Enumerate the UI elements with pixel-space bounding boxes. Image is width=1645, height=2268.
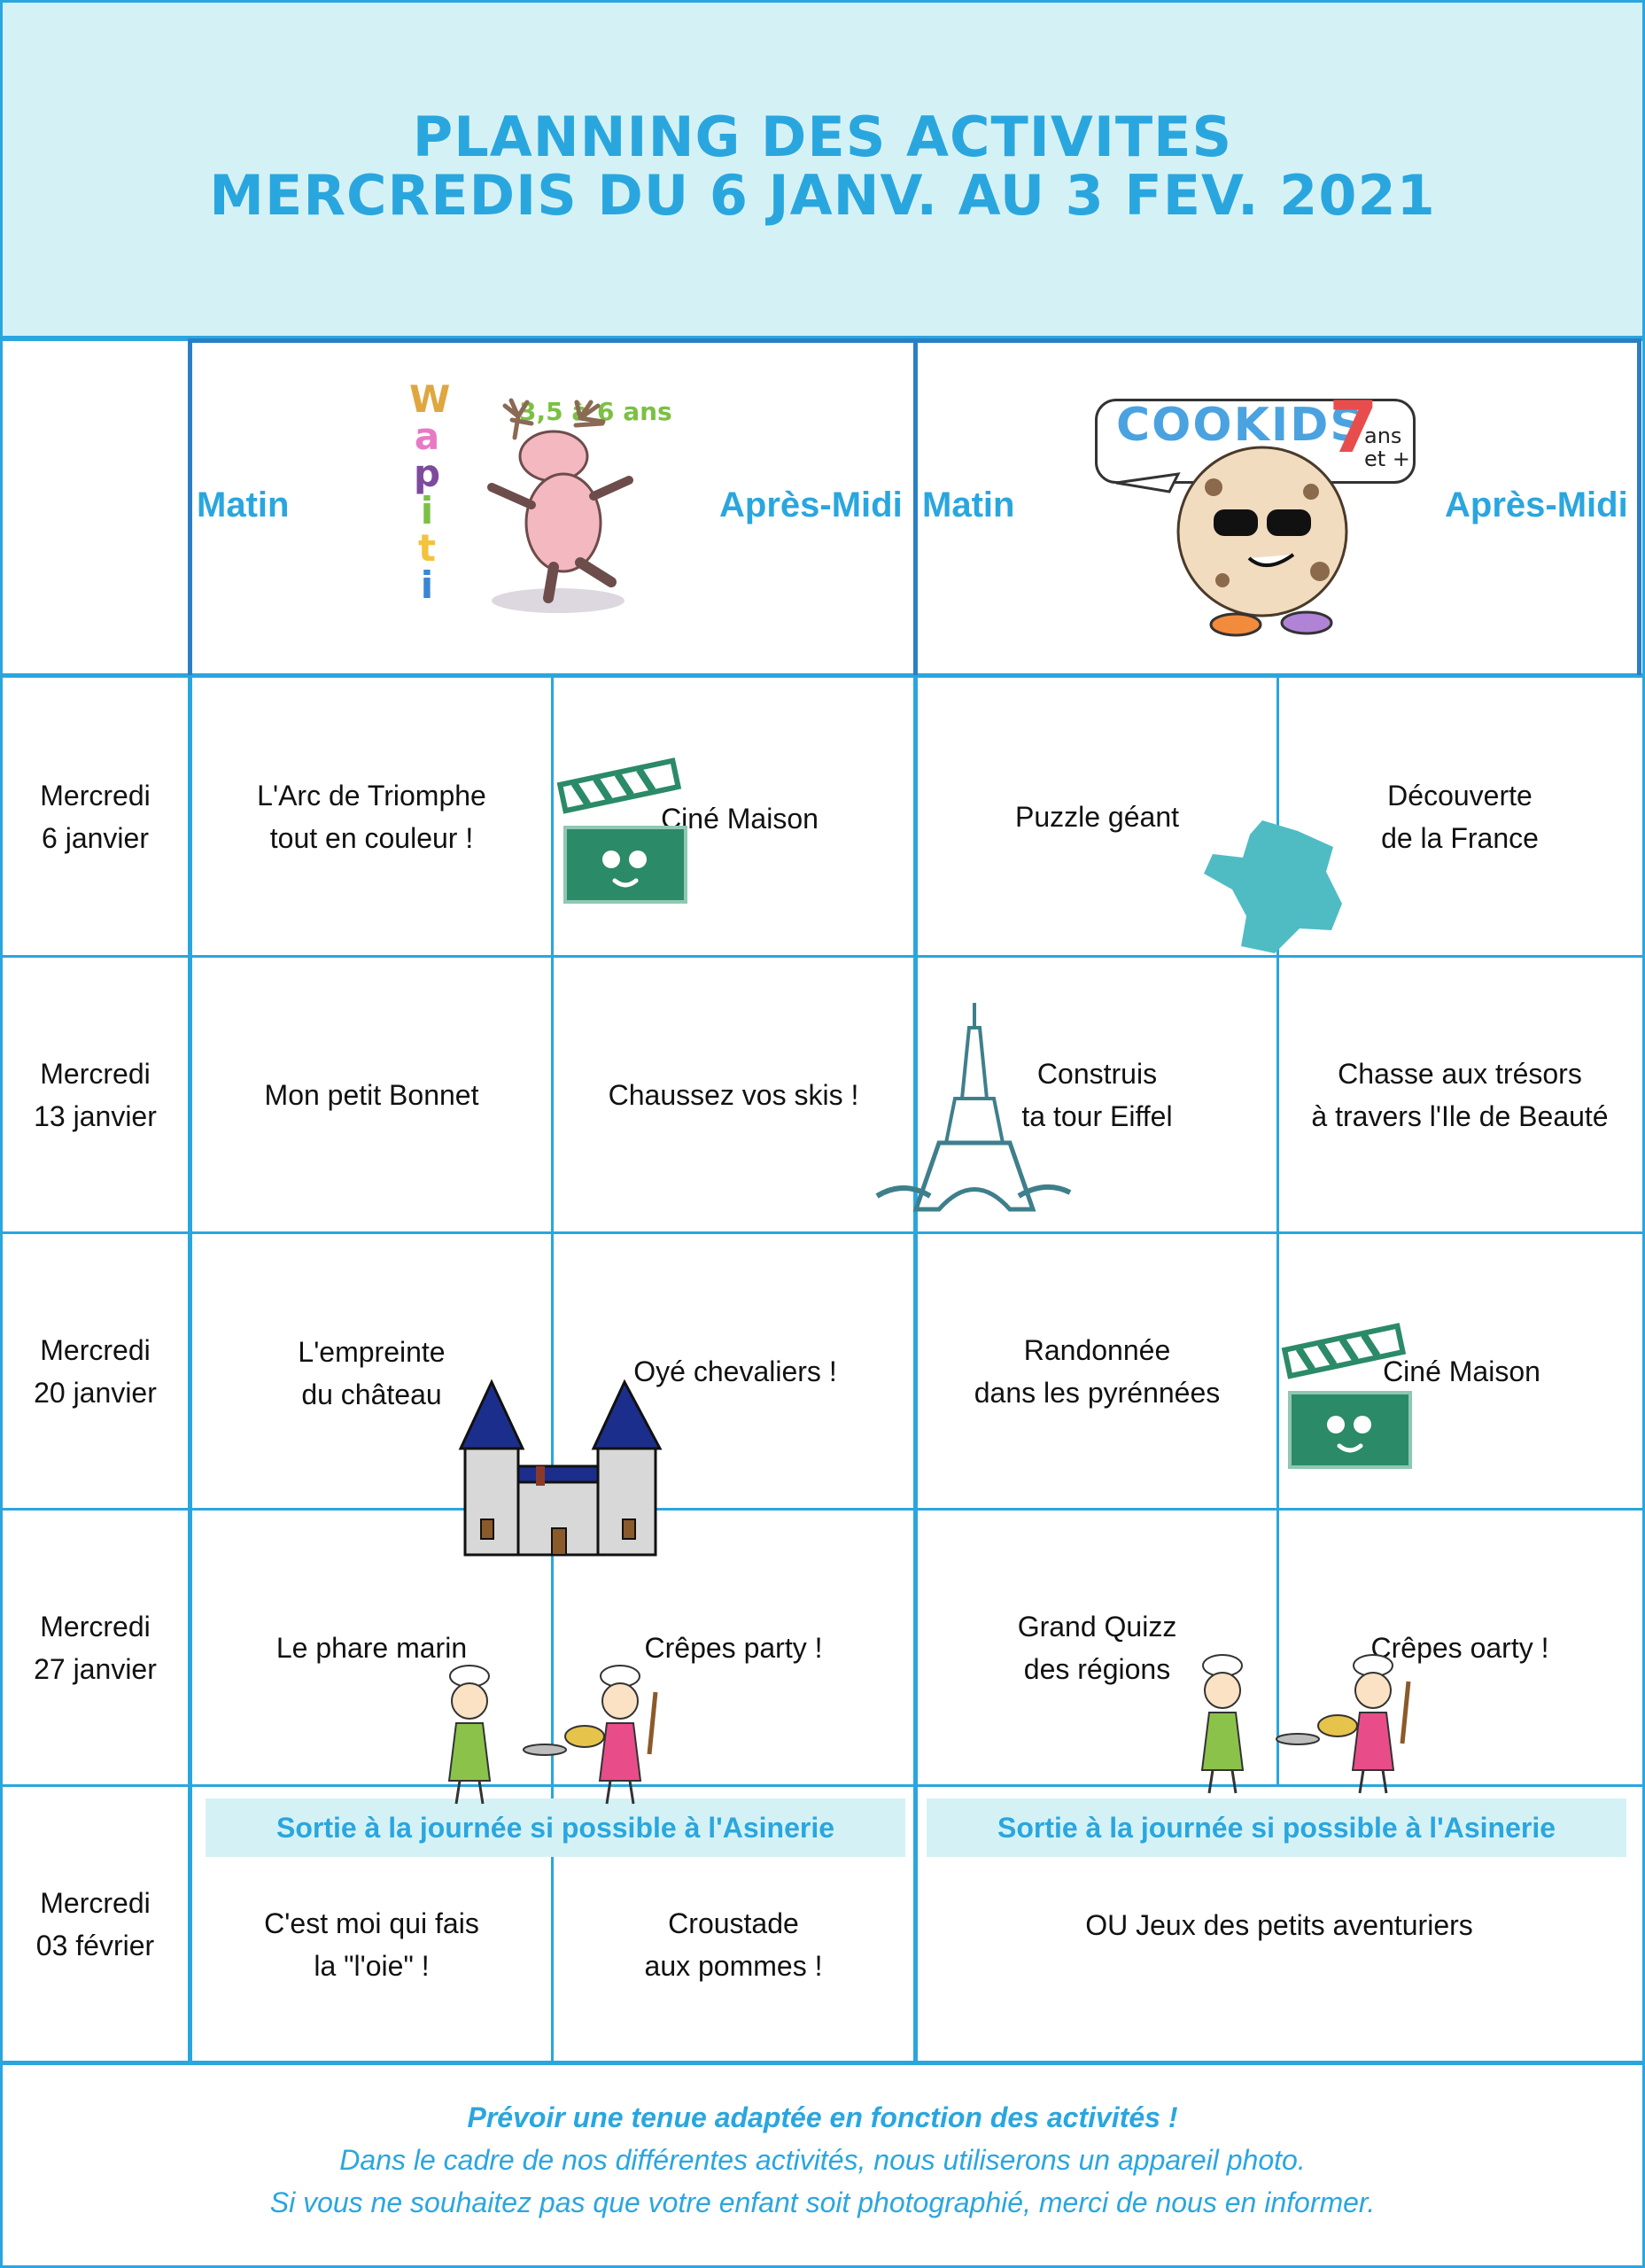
activity-cell: Crêpes party !	[644, 1632, 823, 1664]
activity-cell: Grand Quizz des régions	[1017, 1611, 1177, 1685]
outing-banner: Sortie à la journée si possible à l'Asin…	[206, 1798, 905, 1857]
activity-cell: Ciné Maison	[1383, 1355, 1540, 1387]
day-label: Mercredi 20 janvier	[34, 1333, 157, 1409]
group1-apres-midi-label: Après-Midi	[719, 485, 903, 524]
outing-banner: Sortie à la journée si possible à l'Asin…	[927, 1798, 1626, 1857]
grid-divider	[1276, 678, 1279, 1787]
activity-cell: Oyé chevaliers !	[633, 1355, 837, 1387]
grid-divider	[3, 673, 1642, 678]
activity-cell: Chaussez vos skis !	[608, 1078, 859, 1111]
group-header-frame	[913, 338, 918, 675]
activity-cell: Chasse aux trésors à travers l'Ile de Be…	[1311, 1057, 1609, 1132]
activity-cell: C'est moi qui fais la "l'oie" !	[264, 1907, 479, 1982]
day-label: Mercredi 27 janvier	[34, 1610, 157, 1685]
footer-line-1: Prévoir une tenue adaptée en fonction de…	[467, 2101, 1178, 2133]
grid-divider	[3, 1231, 1642, 1234]
grid-divider	[551, 1859, 554, 2062]
title-line-1: PLANNING DES ACTIVITES	[412, 105, 1233, 169]
activity-cell: Découverte de la France	[1381, 779, 1539, 854]
footer-line-2: Dans le cadre de nos différentes activit…	[339, 2144, 1306, 2176]
group2-matin-label: Matin	[922, 485, 1015, 524]
grid-divider	[551, 678, 554, 1865]
title-line-2: MERCREDIS DU 6 JANV. AU 3 FEV. 2021	[209, 163, 1436, 228]
grid-divider	[3, 1784, 1642, 1787]
activity-cell: Construis ta tour Eiffel	[1021, 1057, 1173, 1132]
grid-divider	[3, 1508, 1642, 1511]
activity-cell: L'empreinte du château	[298, 1336, 446, 1410]
group-header-frame	[188, 338, 192, 675]
clapperboard-icon	[1281, 1323, 1412, 1469]
france-map-icon	[1204, 820, 1342, 953]
activity-cell: Le phare marin	[275, 1632, 468, 1664]
activity-cell: Randonnée dans les pyrénnées	[974, 1333, 1221, 1409]
cookids-text: COOKIDS	[1116, 399, 1365, 452]
day-label: Mercredi 13 janvier	[34, 1057, 157, 1132]
day-label: Mercredi 03 février	[35, 1886, 155, 1961]
page-title: PLANNING DES ACTIVITES MERCREDIS DU 6 JA…	[0, 108, 1645, 225]
chef-kids-icon	[447, 1665, 658, 1805]
eiffel-tower-icon	[875, 1003, 1072, 1212]
footer-line-3: Si vous ne souhaitez pas que votre enfan…	[269, 2186, 1376, 2218]
grid-divider	[3, 955, 1642, 958]
grid-divider	[188, 338, 192, 2062]
castle-icon	[458, 1379, 663, 1557]
group2-age-unit: ans	[1364, 423, 1402, 448]
activity-cell: L'Arc de Triomphe tout en couleur !	[257, 779, 486, 854]
group2-age-number: 7	[1329, 386, 1378, 469]
activity-cell: Croustade aux pommes !	[644, 1907, 823, 1982]
group2-apres-midi-label: Après-Midi	[1445, 485, 1628, 524]
day-label: Mercredi 6 janvier	[40, 779, 151, 854]
grid-divider	[3, 2061, 1642, 2065]
group2-age-plus: et +	[1364, 447, 1410, 471]
activity-cell: Crêpes oarty !	[1370, 1632, 1549, 1664]
chef-kids-icon	[1200, 1654, 1411, 1794]
activity-cell: Puzzle géant	[1014, 800, 1179, 833]
activity-cell: OU Jeux des petits aventuriers	[1085, 1909, 1473, 1941]
clapperboard-icon	[556, 757, 687, 904]
cookie-icon	[1115, 446, 1348, 637]
activity-cell: Mon petit Bonnet	[264, 1078, 479, 1111]
activity-cell: Ciné Maison	[661, 803, 819, 835]
grid-divider	[913, 338, 918, 2062]
group1-matin-label: Matin	[197, 485, 290, 524]
group-header-frame	[1637, 338, 1641, 675]
moose-icon	[487, 398, 633, 613]
